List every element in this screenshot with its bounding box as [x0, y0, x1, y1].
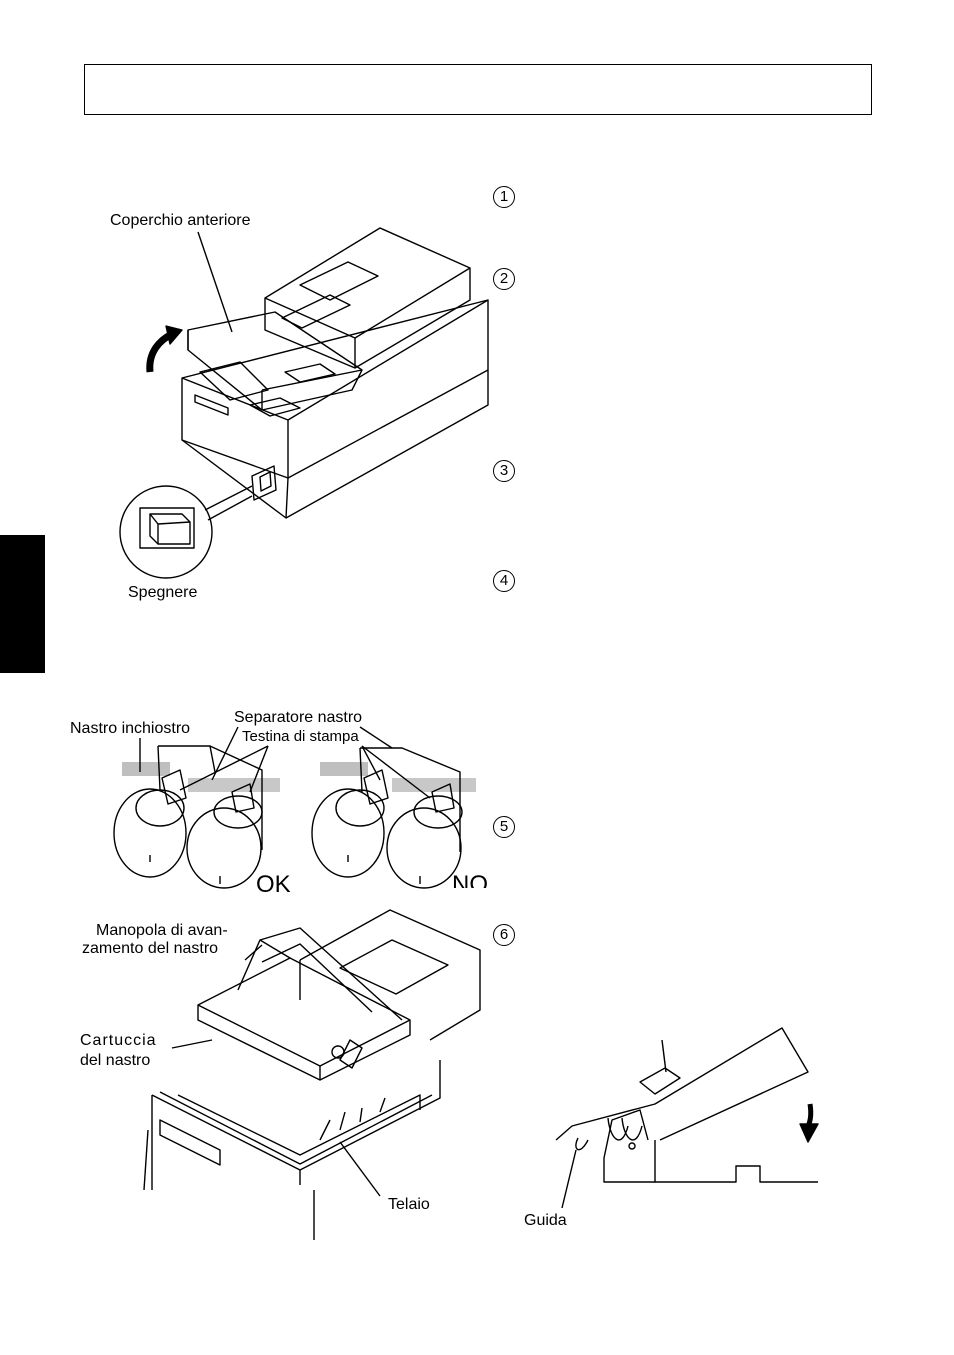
knob-label-line2: zamento del nastro: [82, 940, 219, 957]
step-2-marker: 2: [493, 268, 515, 290]
cartridge-label-line1: Cartuccia: [80, 1032, 157, 1049]
step-1-marker: 1: [493, 186, 515, 208]
step-6-marker: 6: [493, 924, 515, 946]
ribbon-separator-label: Separatore nastro: [234, 709, 363, 726]
header-box: [84, 64, 872, 115]
guide-figure: [555, 1027, 819, 1209]
front-cover-label: Coperchio anteriore: [110, 212, 251, 229]
frame-label: Telaio: [388, 1196, 430, 1213]
ribbon-figure: [113, 726, 476, 889]
no-label: NO: [452, 872, 488, 888]
step-5-marker: 5: [493, 816, 515, 838]
ink-ribbon-label: Nastro inchiostro: [70, 720, 191, 737]
knob-label-line1: Manopola di avan-: [96, 922, 228, 939]
cartridge-figure: [143, 909, 481, 1240]
cartridge-label-line2: del nastro: [80, 1052, 151, 1069]
switch-off-label: Spegnere: [128, 584, 198, 601]
step-3-marker: 3: [493, 460, 515, 482]
ok-label: OK: [256, 871, 291, 898]
guide-label: Guida: [524, 1212, 567, 1229]
print-head-label: Testina di stampa: [242, 728, 359, 745]
printer-figure: [119, 227, 489, 579]
step-4-marker: 4: [493, 570, 515, 592]
section-tab: [0, 535, 45, 673]
